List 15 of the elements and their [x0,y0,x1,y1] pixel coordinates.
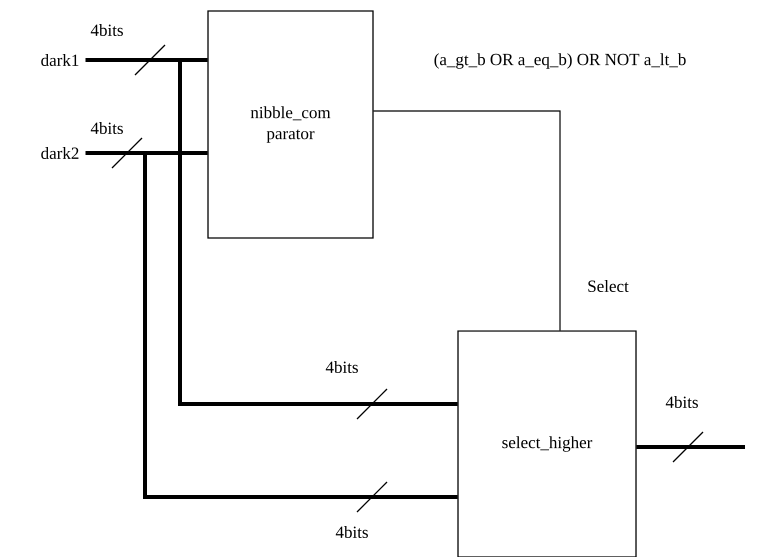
signal-wire [374,110,561,330]
signal-label: dark1 [41,54,78,66]
block-box: nibble_com parator [207,10,374,239]
signal-wire [86,58,458,406]
block-box: select_higher [457,330,637,557]
signal-wire [86,151,458,499]
bus-width-label: 4bits [90,122,123,134]
bus-width-label: 4bits [90,24,123,36]
edge-label: (a_gt_b OR a_eq_b) OR NOT a_lt_b [432,52,688,70]
signal-wire [636,445,745,449]
signal-label: dark2 [41,147,78,159]
bus-width-label: Select [588,280,629,292]
bus-width-label: 4bits [666,396,698,408]
bus-width-label: 4bits [326,361,358,373]
bus-width-label: 4bits [336,526,368,538]
